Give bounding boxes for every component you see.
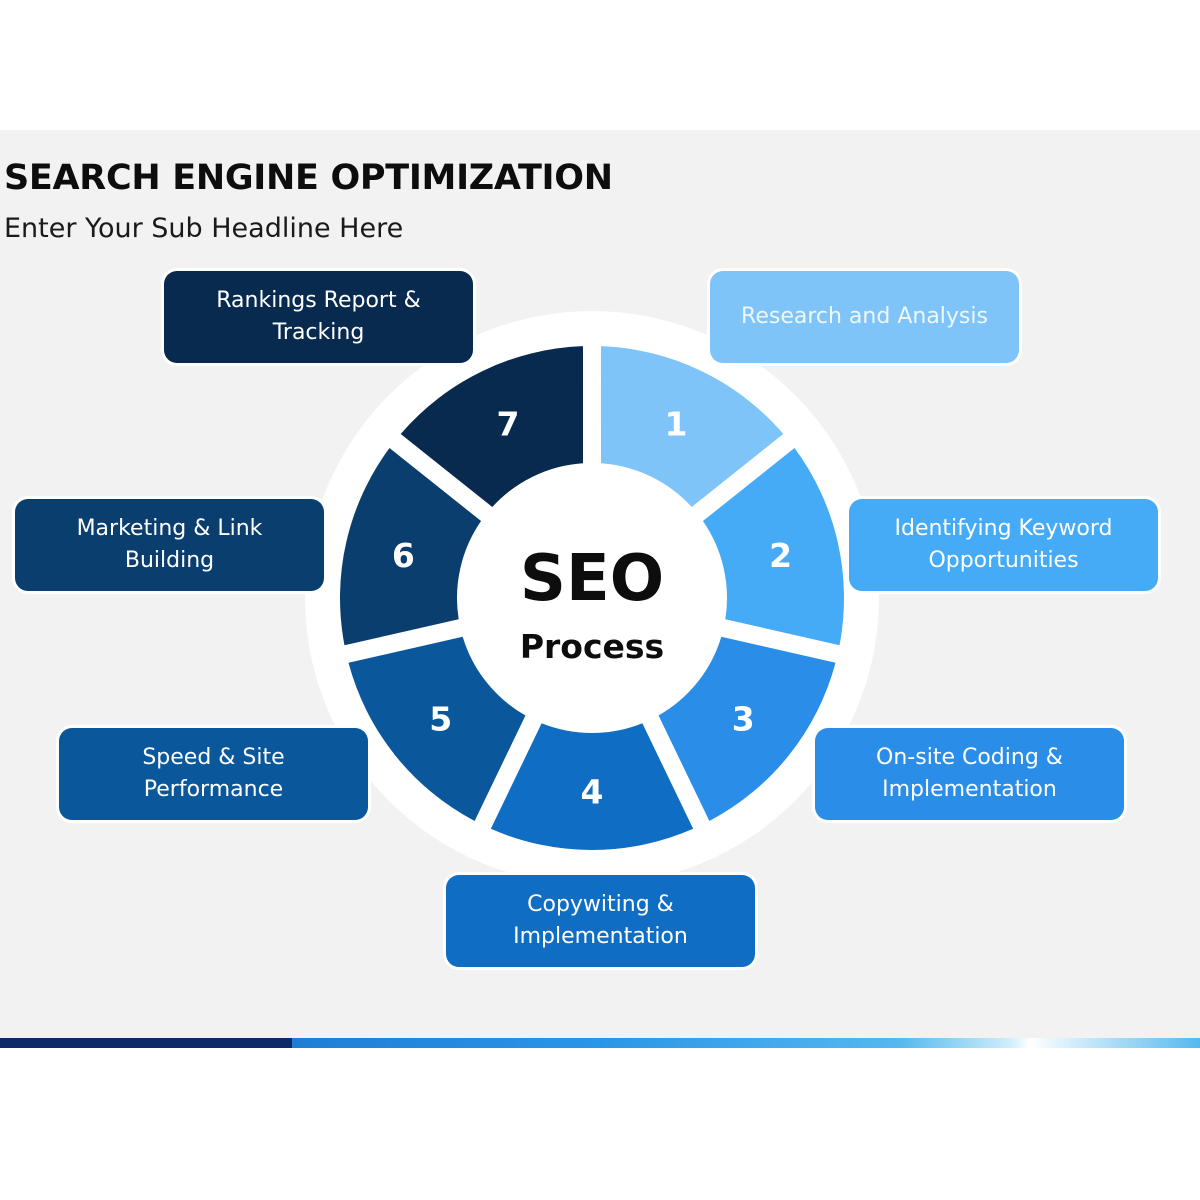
wheel-segment-number-2: 2 — [769, 536, 792, 575]
bottom-gradient-bar — [0, 1038, 1200, 1048]
step-2-label: Identifying Keyword Opportunities — [894, 516, 1113, 573]
step-4-label: Copywiting & Implementation — [513, 892, 688, 949]
slide-subtitle: Enter Your Sub Headline Here — [4, 213, 404, 244]
wheel-segment-3[interactable] — [658, 636, 836, 821]
step-7-box[interactable]: Rankings Report & Tracking — [164, 271, 473, 363]
slide-title: SEARCH ENGINE OPTIMIZATION — [4, 158, 613, 198]
wheel-segment-4[interactable] — [490, 723, 694, 850]
wheel-segment-2[interactable] — [702, 448, 845, 646]
wheel-segment-7[interactable] — [400, 346, 584, 507]
center-title: SEO — [520, 542, 664, 616]
step-1-box[interactable]: Research and Analysis — [710, 271, 1019, 363]
step-5-box[interactable]: Speed & Site Performance — [59, 728, 368, 820]
step-3-box[interactable]: On-site Coding & Implementation — [815, 728, 1124, 820]
wheel-segment-number-3: 3 — [732, 700, 755, 739]
step-5-label: Speed & Site Performance — [142, 745, 285, 802]
step-7-label: Rankings Report & Tracking — [216, 288, 421, 345]
step-6-box[interactable]: Marketing & Link Building — [15, 499, 324, 591]
wheel-segment-5[interactable] — [348, 636, 526, 821]
wheel-segment-number-1: 1 — [664, 405, 687, 444]
step-4-box[interactable]: Copywiting & Implementation — [446, 875, 755, 967]
wheel-segment-number-4: 4 — [581, 773, 604, 812]
wheel-segment-6[interactable] — [340, 448, 482, 646]
step-3-label: On-site Coding & Implementation — [876, 745, 1063, 802]
wheel-segment-number-7: 7 — [497, 405, 520, 444]
wheel-segment-1[interactable] — [600, 346, 784, 507]
center-subtitle: Process — [520, 627, 664, 666]
step-2-box[interactable]: Identifying Keyword Opportunities — [849, 499, 1158, 591]
wheel-segment-number-6: 6 — [392, 536, 415, 575]
step-1-label: Research and Analysis — [741, 304, 988, 329]
step-6-label: Marketing & Link Building — [76, 516, 263, 573]
wheel-segment-number-5: 5 — [429, 700, 452, 739]
